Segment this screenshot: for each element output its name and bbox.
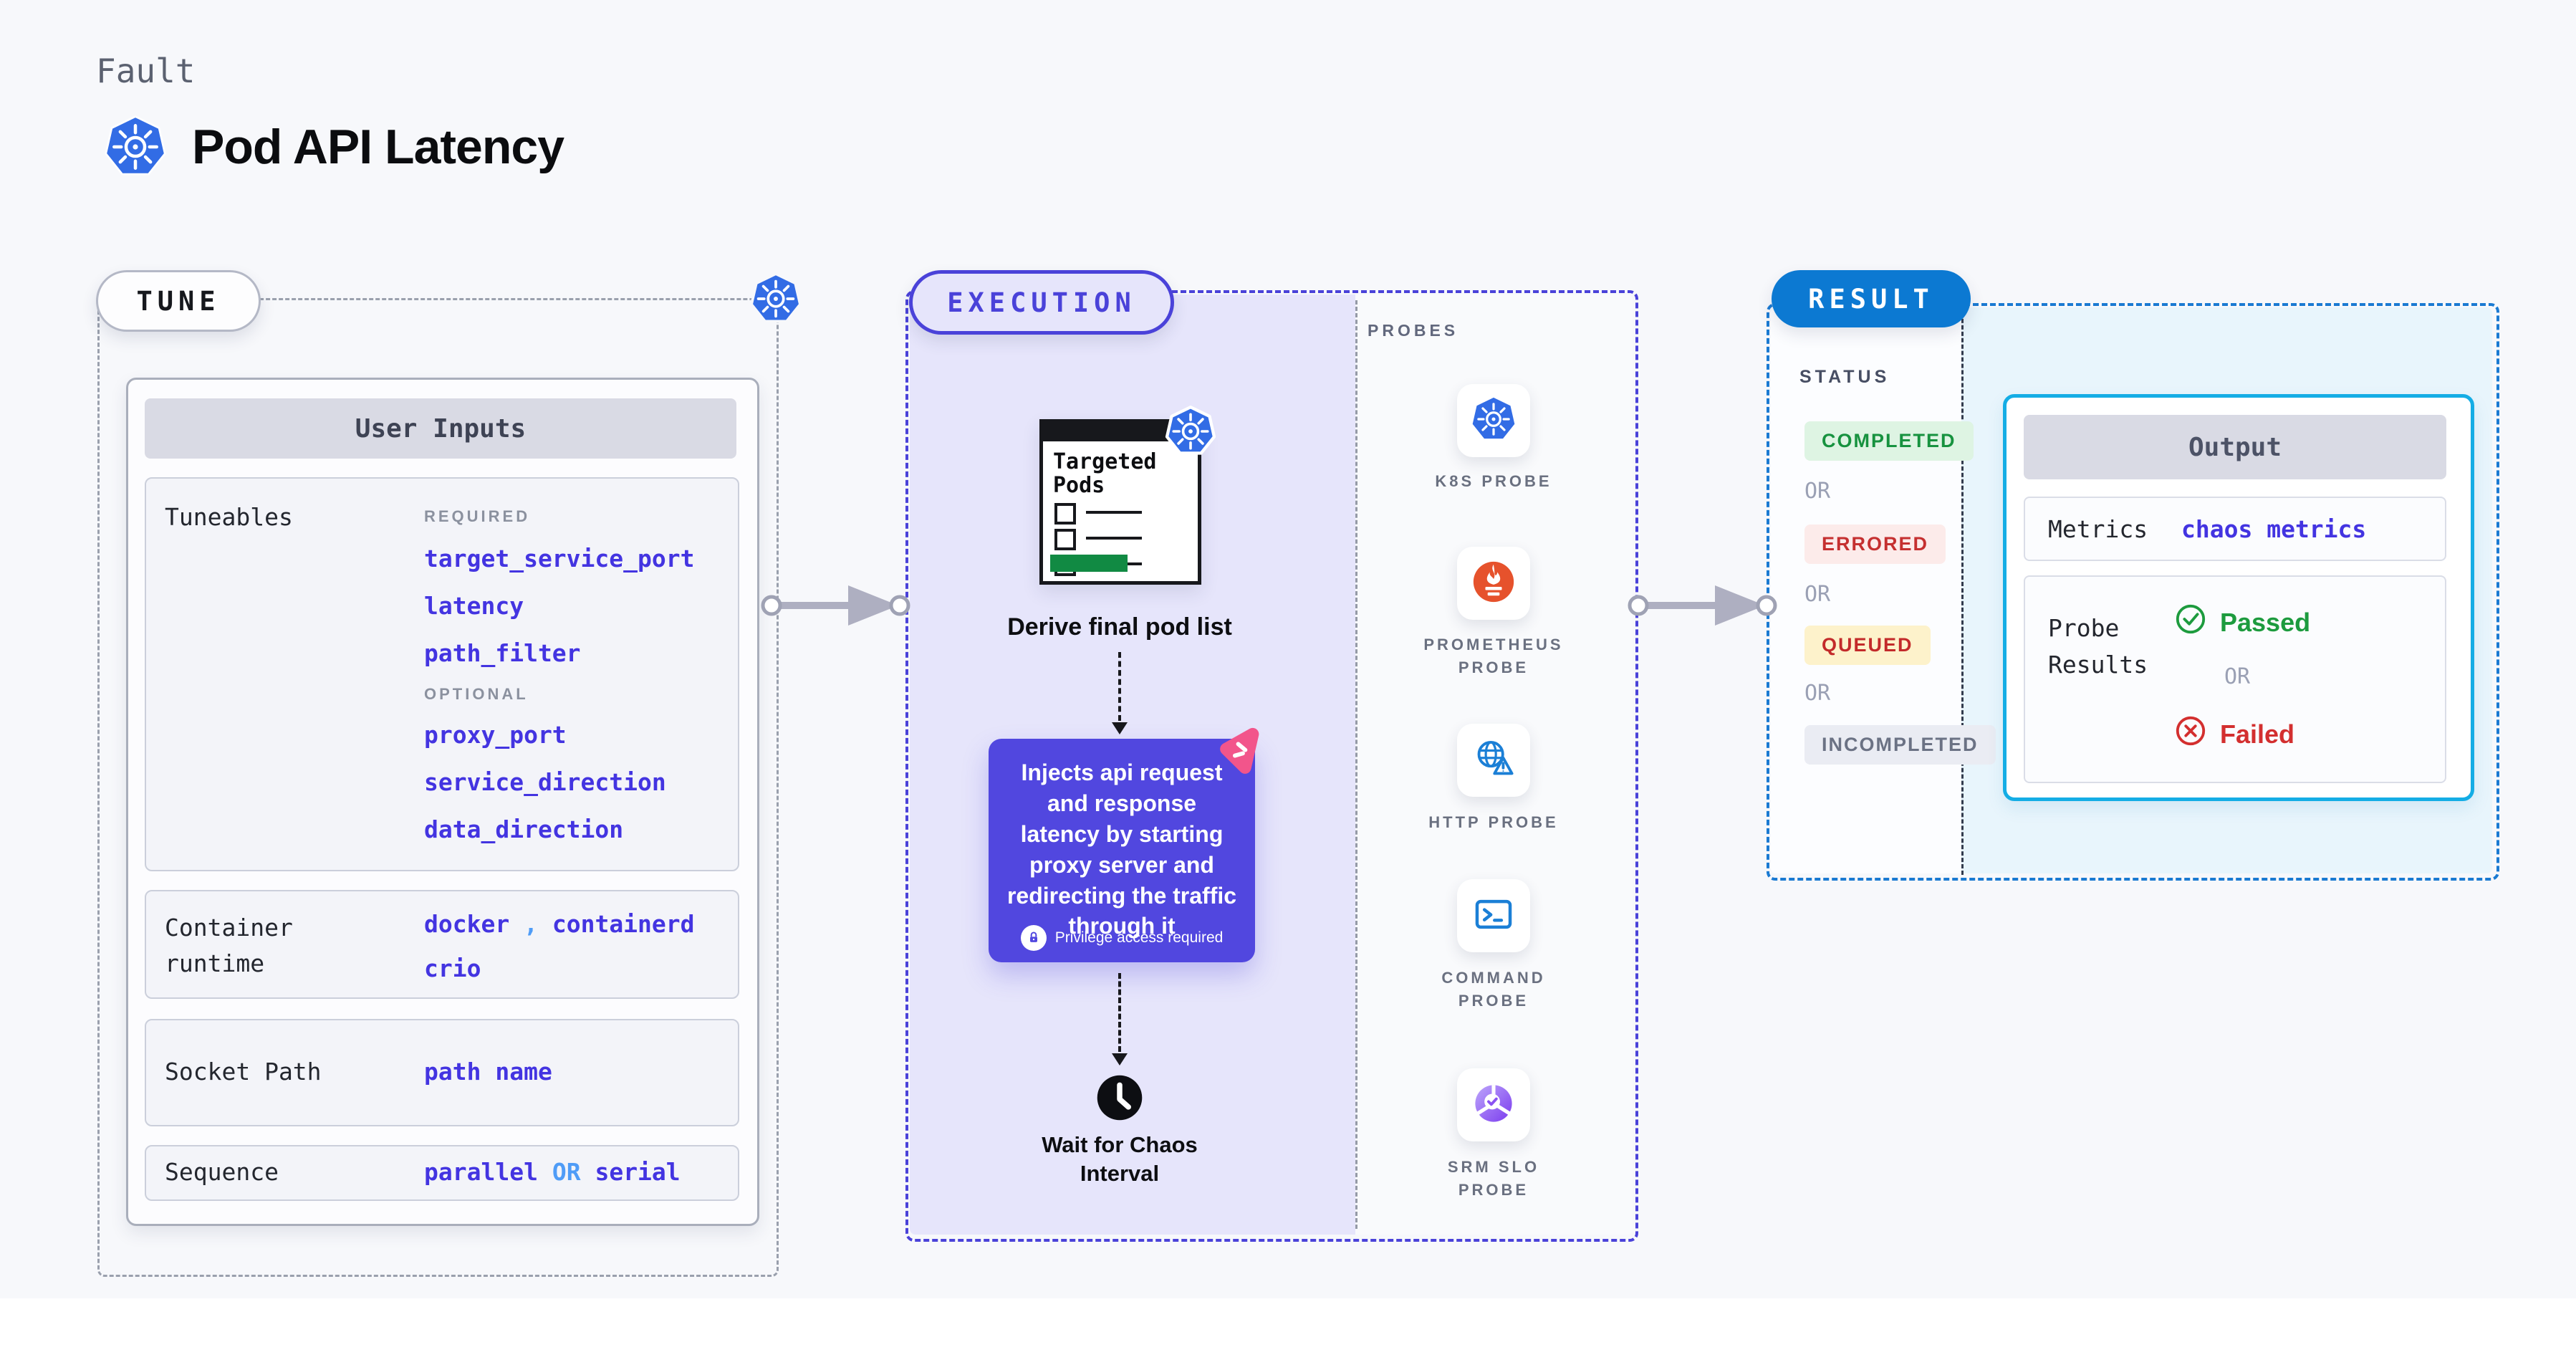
http-globe-warning-icon [1471, 736, 1517, 785]
or-separator: OR [2224, 664, 2251, 689]
terminal-icon [1471, 891, 1517, 940]
probe-label-line: PROMETHEUS [1423, 636, 1564, 653]
probe-results-label: Probe [2048, 614, 2120, 642]
socket-path-label: Socket Path [165, 1058, 322, 1086]
runtime-value: containerd [552, 910, 695, 938]
kubernetes-icon [1471, 396, 1517, 445]
tuneable-item: target_service_port [424, 545, 695, 573]
kubernetes-icon [1165, 406, 1216, 457]
clock-icon [1095, 1073, 1144, 1122]
tune-badge-label: TUNE [136, 285, 221, 317]
execution-badge: EXECUTION [909, 270, 1174, 335]
probe-results-row: Probe Results Passed OR Failed [2024, 575, 2446, 783]
check-circle-icon [2174, 603, 2207, 642]
probe-label-line: PROBE [1458, 1180, 1529, 1199]
tuneable-item: proxy_port [424, 721, 567, 749]
tune-section [97, 298, 779, 1277]
or-separator: OR [1804, 582, 1831, 607]
status-area [1771, 307, 1961, 873]
result-badge: RESULT [1772, 270, 1971, 327]
privilege-note: Privilege access required [1054, 929, 1224, 946]
execution-badge-label: EXECUTION [947, 287, 1136, 318]
flow-dashed-arrow [1118, 652, 1121, 721]
kubernetes-icon [749, 272, 802, 325]
socket-path-card: Socket Path path name [145, 1019, 739, 1126]
probe-results-label: Results [2048, 651, 2148, 679]
flow-arrow [1626, 580, 1778, 634]
flow-arrow [759, 580, 911, 634]
page-bottom-strip [0, 1298, 2576, 1365]
required-label: REQUIRED [424, 507, 531, 525]
status-badge-completed: COMPLETED [1804, 421, 1974, 461]
arrowhead-icon [1112, 722, 1128, 734]
inject-note-box: Injects api request and response latency… [989, 739, 1255, 962]
sequence-or: OR [552, 1158, 581, 1186]
wait-caption: Wait for Chaos Interval [1042, 1132, 1198, 1187]
probes-divider [1355, 300, 1357, 1229]
chaos-pink-icon [1211, 721, 1270, 778]
probe-label-line: HTTP PROBE [1428, 813, 1559, 831]
x-circle-icon [2174, 714, 2207, 754]
user-inputs-title: User Inputs [145, 398, 736, 459]
probe-card-prometheus [1457, 547, 1530, 620]
derive-caption: Derive final pod list [1007, 613, 1232, 641]
sequence-card: Sequence parallel OR serial [145, 1145, 739, 1201]
socket-path-value: path name [424, 1058, 552, 1086]
container-runtime-card: Container runtime docker , containerd cr… [145, 890, 739, 999]
tuneables-card: Tuneables REQUIRED target_service_port l… [145, 477, 739, 871]
prometheus-icon [1471, 559, 1517, 608]
arrowhead-icon [1112, 1053, 1128, 1065]
probes-label: PROBES [1368, 321, 1459, 340]
status-badge-errored: ERRORED [1804, 525, 1946, 564]
privilege-row: Privilege access required [989, 925, 1255, 951]
targeted-pods-title: Targeted Pods [1053, 449, 1157, 498]
passed-label: Passed [2220, 607, 2311, 637]
tune-badge: TUNE [96, 270, 261, 332]
or-separator: OR [1804, 479, 1831, 504]
probe-label-line: PROBE [1458, 658, 1529, 676]
user-inputs-card: User Inputs Tuneables REQUIRED target_se… [126, 378, 759, 1226]
probe-card-command [1457, 879, 1530, 952]
status-label: STATUS [1799, 367, 1890, 387]
lock-icon [1020, 925, 1047, 951]
tuneable-item: service_direction [424, 768, 666, 796]
tuneable-item: latency [424, 592, 524, 620]
status-badge-incompleted: INCOMPLETED [1804, 725, 1996, 765]
or-separator: OR [1804, 681, 1831, 706]
progress-bar [1050, 555, 1128, 572]
fault-kicker: Fault [96, 52, 196, 90]
metrics-label: Metrics [2048, 515, 2148, 543]
status-badge-queued: QUEUED [1804, 626, 1931, 665]
sequence-value: parallel [424, 1158, 538, 1186]
probe-label-line: K8S PROBE [1435, 472, 1552, 490]
slo-pie-check-icon [1471, 1081, 1517, 1129]
page-title: Pod API Latency [192, 120, 564, 174]
runtime-value: crio [424, 954, 481, 982]
sequence-label: Sequence [165, 1158, 279, 1186]
probe-card-srm-slo [1457, 1068, 1530, 1141]
runtime-value: docker [424, 910, 510, 938]
metrics-value: chaos metrics [2181, 515, 2367, 543]
probe-card-http [1457, 724, 1530, 797]
output-title: Output [2024, 415, 2446, 479]
metrics-row: Metrics chaos metrics [2024, 497, 2446, 561]
failed-label: Failed [2220, 719, 2295, 749]
tuneable-item: data_direction [424, 815, 624, 843]
result-badge-label: RESULT [1808, 283, 1934, 315]
tuneables-label: Tuneables [165, 503, 293, 531]
flow-dashed-arrow [1118, 973, 1121, 1052]
inject-note-text: Injects api request and response latency… [1006, 760, 1237, 939]
sequence-value: serial [595, 1158, 681, 1186]
optional-label: OPTIONAL [424, 685, 529, 703]
probe-label-line: SRM SLO [1447, 1158, 1540, 1176]
runtime-separator: , [524, 910, 538, 938]
probe-label-line: PROBE [1458, 991, 1529, 1010]
kubernetes-icon [103, 115, 168, 179]
container-runtime-label: Container runtime [165, 914, 293, 977]
probe-label-line: COMMAND [1441, 969, 1546, 987]
probe-card-k8s [1457, 384, 1530, 457]
tuneable-item: path_filter [424, 639, 581, 667]
output-box: Output Metrics chaos metrics Probe Resul… [2003, 394, 2474, 801]
status-output-divider [1961, 306, 1964, 875]
